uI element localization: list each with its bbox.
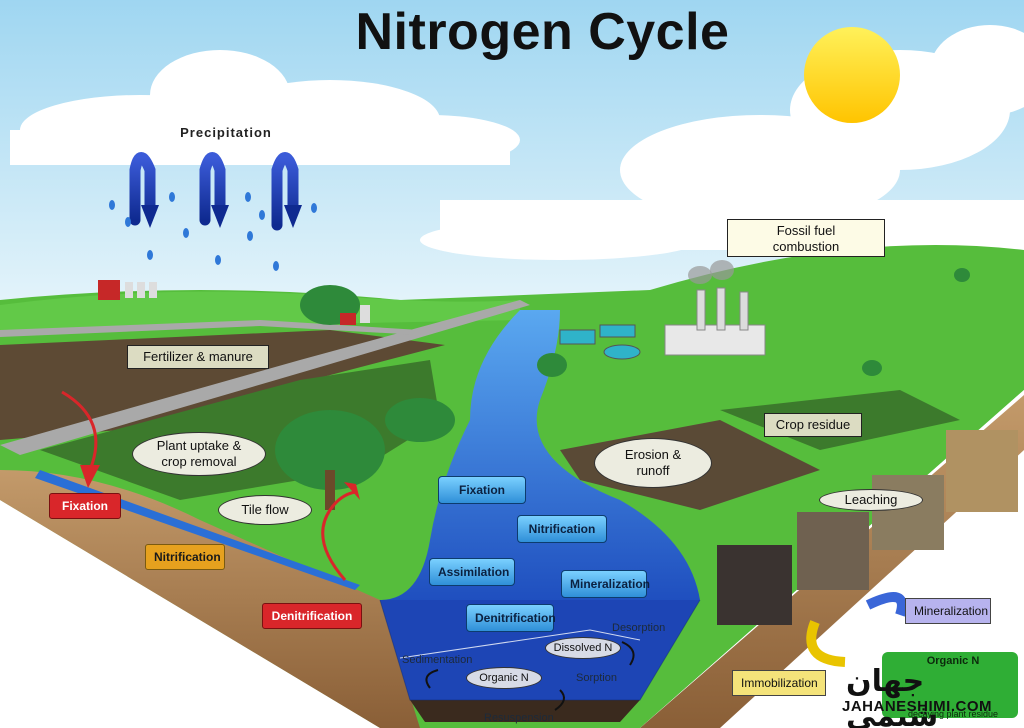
label-water-fixation: Fixation: [438, 476, 526, 504]
label-dissolved-n: Dissolved N: [545, 637, 621, 659]
plant-uptake-line1: Plant uptake &: [156, 438, 242, 453]
label-leaching: Leaching: [819, 489, 923, 511]
factory-icon: [664, 260, 766, 356]
road-top: [0, 320, 420, 337]
label-soil-immobilization: Immobilization: [732, 670, 826, 696]
label-soil-mineralization: Mineralization: [905, 598, 991, 624]
label-sorption: Sorption: [576, 672, 617, 684]
farm-buildings-icon: [98, 280, 370, 325]
label-land-denitrification: Denitrification: [262, 603, 362, 629]
label-sediment-organic-n: Organic N: [466, 667, 542, 689]
label-desorption: Desorption: [612, 622, 666, 634]
left-soil-wedge: [0, 470, 420, 728]
label-water-denitrification: Denitrification: [466, 604, 556, 632]
label-land-fixation: Fixation: [49, 493, 121, 519]
precipitation-arrowheads-icon: [141, 205, 302, 228]
fossil-fuel-line2: combustion: [772, 239, 840, 254]
river-sediment: [410, 700, 640, 722]
label-soil-organic-n: Organic N: [926, 655, 980, 667]
watermark-bg: [882, 652, 1018, 718]
label-crop-residue: Crop residue: [764, 413, 862, 437]
far-hills: [0, 291, 520, 330]
label-soil-decaying: decaying plant residue: [907, 709, 999, 719]
label-water-assimilation: Assimilation: [429, 558, 515, 586]
watermark-english: JAHANESHIMI.COM: [842, 698, 993, 715]
fossil-fuel-line1: Fossil fuel: [776, 223, 836, 238]
watermark-persian: جهان شیمی: [846, 664, 939, 728]
erosion-line2: runoff: [636, 463, 670, 478]
raindrops-icon: [109, 192, 317, 271]
red-arrows-icon: [61, 390, 356, 581]
label-precipitation: Precipitation: [163, 122, 289, 144]
cloud-left: [10, 50, 520, 165]
treatment-ponds-icon: [559, 324, 641, 360]
erosion-line1: Erosion &: [624, 447, 682, 462]
page-title: Nitrogen Cycle: [355, 3, 730, 61]
label-fertilizer-manure: Fertilizer & manure: [127, 345, 269, 369]
soil-profile-images: [717, 430, 1018, 625]
label-plant-uptake: Plant uptake & crop removal: [132, 432, 266, 476]
label-erosion-runoff: Erosion & runoff: [594, 438, 712, 488]
label-water-nitrification: Nitrification: [517, 515, 607, 543]
label-sedimentation: Sedimentation: [402, 654, 473, 666]
label-tile-flow: Tile flow: [218, 495, 312, 525]
sediment-cycle-arrows-icon: [425, 641, 635, 711]
river-cross-section: [380, 600, 700, 700]
label-land-nitrification: Nitrification: [145, 544, 225, 570]
label-resuspension: Resuspension: [484, 712, 554, 724]
precipitation-arrows-icon: [129, 152, 299, 231]
plant-uptake-line2: crop removal: [161, 454, 237, 469]
river: [380, 310, 700, 600]
sun-icon: [804, 27, 900, 123]
label-water-mineralization: Mineralization: [561, 570, 650, 598]
road: [0, 300, 530, 455]
cycle-arrows-icon: [806, 592, 907, 667]
label-fossil-fuel: Fossil fuel combustion: [727, 219, 885, 257]
